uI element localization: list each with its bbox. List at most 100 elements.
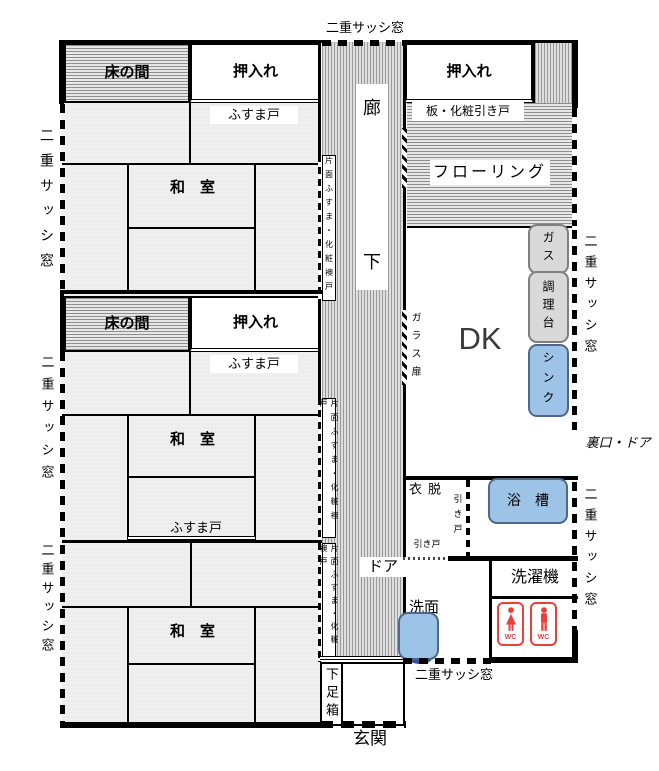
entrance-label: 玄関 bbox=[353, 728, 387, 748]
corridor-wall-left bbox=[318, 40, 321, 662]
window-left-1 bbox=[60, 104, 65, 290]
fusuma-door-symbol-corridor-3 bbox=[318, 543, 321, 661]
corridor-char-1: 廊 bbox=[363, 98, 381, 118]
wall-line bbox=[489, 596, 578, 599]
shoe-box: 下足箱 bbox=[320, 662, 343, 726]
closet-label-1: 押入れ bbox=[232, 62, 278, 80]
japanese-room-label-2: 和 室 bbox=[169, 430, 215, 448]
outer-wall-left bbox=[59, 40, 64, 104]
glass-door-symbol-2 bbox=[402, 310, 407, 385]
wall-line bbox=[62, 540, 322, 543]
washing-machine-label: 洗濯機 bbox=[510, 569, 559, 587]
one-side-fusuma-label-2: 片面ふすま・化粧襖戸 bbox=[319, 398, 339, 538]
sink: シンク bbox=[528, 344, 569, 417]
cooking-counter: 調理台 bbox=[528, 271, 569, 343]
bathtub: 浴 槽 bbox=[488, 478, 568, 524]
corridor-char-2: 下 bbox=[363, 252, 381, 272]
wall-line bbox=[489, 558, 492, 662]
dressing-room-label: 脱衣 bbox=[407, 482, 441, 506]
window-right-flooring bbox=[572, 108, 577, 226]
tokonoma-label-2: 床の間 bbox=[104, 314, 150, 332]
wall-line bbox=[254, 416, 256, 540]
sliding-door-label-small: 引き戸 bbox=[413, 538, 441, 549]
outer-wall-top-left bbox=[62, 40, 322, 43]
sliding-door-label-vertical: 引き戸 bbox=[452, 494, 463, 539]
wall-line bbox=[127, 416, 129, 540]
wall-line bbox=[448, 556, 578, 561]
one-side-fusuma-label-3: 片面ふすま・化粧襖戸 bbox=[319, 543, 339, 659]
wall-line bbox=[127, 608, 129, 722]
outer-wall-top-right bbox=[405, 40, 578, 43]
flooring-label: フローリング bbox=[430, 160, 550, 185]
glass-door-symbol-1 bbox=[402, 128, 407, 188]
wall-divider bbox=[189, 103, 191, 164]
wall-divider bbox=[189, 352, 191, 414]
double-sash-window-label-right-2: 二重サッシ窓 bbox=[582, 487, 598, 613]
tokonoma-alcove-1: 床の間 bbox=[64, 43, 190, 103]
wc-icon-female bbox=[505, 607, 516, 631]
double-sash-window-label-right-1: 二重サッシ窓 bbox=[582, 234, 598, 360]
corridor-end-line bbox=[320, 656, 405, 660]
closet-label-2: 押入れ bbox=[232, 313, 278, 331]
wall-line bbox=[128, 663, 255, 665]
dk-label: DK bbox=[458, 320, 502, 356]
one-side-fusuma-label-1: 片面ふすま・化粧襖戸 bbox=[322, 155, 336, 301]
wall-line bbox=[254, 165, 256, 290]
tokonoma-alcove-2: 床の間 bbox=[64, 296, 190, 352]
fusuma-door-label-2: ふすま戸 bbox=[210, 355, 298, 373]
window-left-3 bbox=[60, 545, 65, 722]
double-sash-window-label-left-2: 二重サッシ窓 bbox=[39, 355, 55, 487]
entrance-wall-dashed bbox=[320, 721, 406, 728]
wc-text-male: WC bbox=[537, 634, 550, 641]
wc-stall-female: WC bbox=[497, 602, 524, 646]
corridor-name: 廊 下 bbox=[356, 84, 388, 290]
sliding-door-symbol-washroom bbox=[403, 557, 451, 560]
fusuma-door-symbol-corridor-2 bbox=[318, 398, 321, 540]
tokonoma-label-1: 床の間 bbox=[104, 63, 150, 81]
window-bottom bbox=[403, 658, 491, 664]
window-top bbox=[322, 40, 404, 46]
fusuma-door-symbol bbox=[128, 536, 255, 540]
entrance-area bbox=[341, 662, 405, 726]
outer-wall-right-bottom bbox=[572, 630, 578, 663]
window-right-bath bbox=[572, 482, 577, 630]
double-sash-window-label-left-3: 二重サッシ窓 bbox=[39, 543, 55, 657]
fusuma-door-label-3: ふすま戸 bbox=[169, 519, 222, 535]
window-left-2 bbox=[60, 352, 65, 540]
wall-line-dk-bottom bbox=[405, 476, 578, 480]
outer-wall-right bbox=[572, 40, 578, 108]
wall-divider bbox=[190, 543, 192, 607]
board-sliding-door-label: 板・化粧引き戸 bbox=[412, 102, 524, 121]
fusuma-door-symbol-corridor-1 bbox=[318, 155, 321, 303]
double-sash-window-label-left-1: 二重サッシ窓 bbox=[39, 128, 55, 278]
gas-stove: ガス bbox=[528, 224, 569, 274]
wc-text-female: WC bbox=[504, 634, 517, 641]
door-label: ドア bbox=[360, 557, 406, 577]
outer-wall-left bbox=[60, 290, 64, 352]
closet-3: 押入れ bbox=[405, 43, 533, 103]
wall-line bbox=[254, 608, 256, 722]
fusuma-door-label-1: ふすま戸 bbox=[210, 106, 298, 124]
japanese-room-label-3: 和 室 bbox=[169, 622, 215, 640]
glass-door-label-2: ガラス扉 bbox=[407, 312, 422, 384]
wall-line bbox=[407, 226, 572, 228]
wall-line bbox=[128, 476, 255, 478]
closet-2: 押入れ bbox=[190, 296, 321, 352]
closet-1: 押入れ bbox=[190, 43, 321, 103]
wc-stall-male: WC bbox=[530, 602, 557, 646]
outer-wall-bottom-left bbox=[60, 722, 322, 728]
closet-label-3: 押入れ bbox=[446, 62, 492, 80]
japanese-room-label-1: 和 室 bbox=[169, 178, 215, 196]
wall-line bbox=[62, 290, 322, 294]
double-sash-window-label-bottom: 二重サッシ窓 bbox=[414, 667, 493, 683]
double-sash-window-label-top: 二重サッシ窓 bbox=[325, 20, 404, 36]
washbasin-bowl bbox=[398, 612, 439, 660]
wall-line bbox=[489, 657, 578, 663]
wall-hatch-top-right bbox=[533, 43, 572, 103]
wall-line bbox=[62, 163, 320, 165]
wall-line bbox=[128, 227, 255, 229]
wall-line bbox=[62, 414, 320, 416]
sliding-door-symbol-bath bbox=[466, 480, 470, 558]
wc-icon-male bbox=[540, 607, 547, 631]
